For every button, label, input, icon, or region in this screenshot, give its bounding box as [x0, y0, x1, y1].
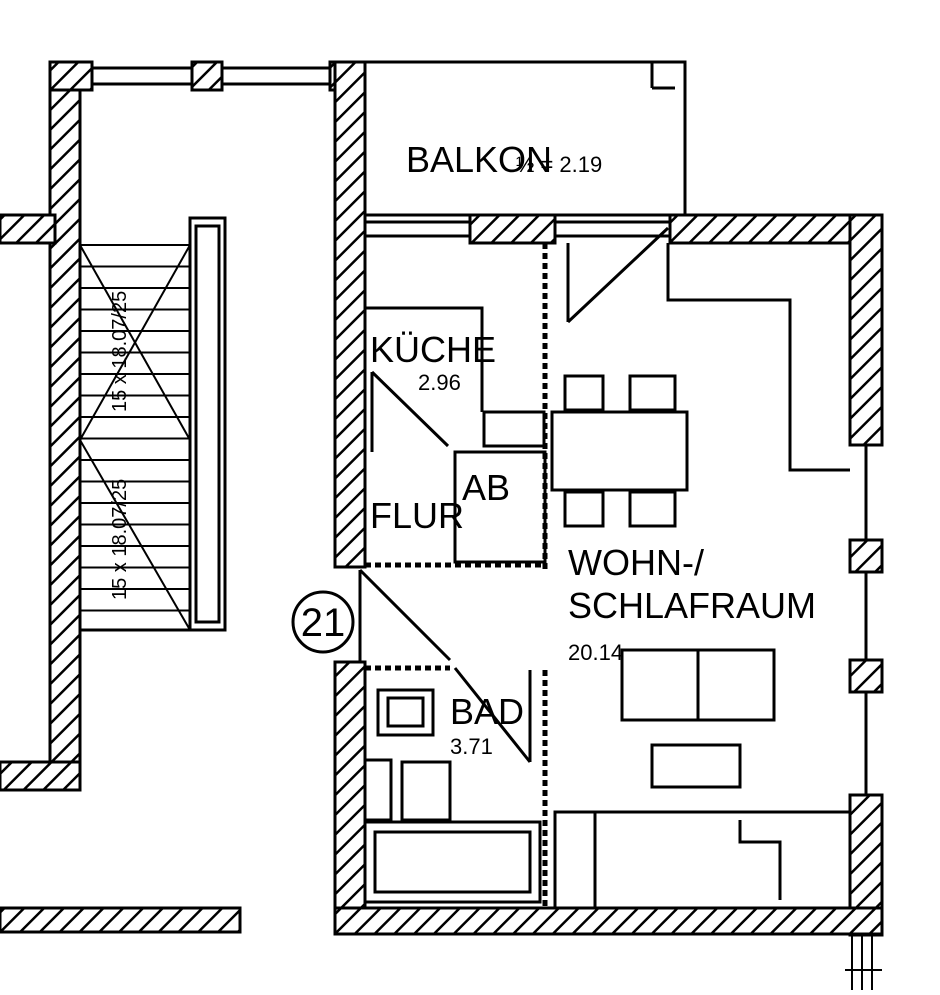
wall-bottom-apartment — [333, 906, 884, 936]
wohn-area: 20.14 — [568, 640, 623, 665]
bad-name: BAD — [450, 691, 524, 732]
room-labels: BALKON ½ = 2.19 KÜCHE 2.96 FLUR AB WOHN-… — [109, 139, 816, 759]
kueche-area: 2.96 — [418, 370, 461, 395]
balkon-outline — [363, 60, 687, 217]
bathtub — [363, 820, 542, 904]
bad-area: 3.71 — [450, 734, 493, 759]
wall-far-left-bottom — [0, 760, 82, 792]
unit-number: 21 — [301, 601, 346, 645]
wall-top-apartment-b — [668, 213, 884, 245]
flur-name: FLUR — [370, 495, 464, 536]
stair-well — [188, 216, 227, 632]
stair-direction-line — [79, 439, 191, 631]
stair-direction-line — [79, 244, 191, 441]
wohn-name-line1: WOHN-/ — [568, 542, 704, 583]
kueche-name: KÜCHE — [370, 329, 496, 370]
wall-stair-top-a — [48, 60, 94, 92]
balkon-name: BALKON — [406, 139, 552, 180]
stair-lower-label: 15 x 18.07/25 — [109, 479, 131, 600]
wall-far-left-top — [0, 213, 57, 245]
wall-stair-right — [333, 60, 367, 569]
wall-right-mid-b — [848, 658, 884, 694]
dining-table — [550, 410, 689, 492]
wall-stair-top-b — [190, 60, 224, 92]
wohn-name-line2: SCHLAFRAUM — [568, 585, 816, 626]
coffee-table — [650, 743, 742, 789]
unit-number-circle — [291, 590, 355, 654]
wall-bottom-left — [0, 906, 242, 934]
stub-lines — [845, 935, 882, 990]
stair-treads — [79, 244, 191, 631]
bath-toilet — [400, 760, 452, 822]
walls — [0, 60, 884, 937]
balkon-area: ½ = 2.19 — [516, 152, 602, 177]
bath-washbasin — [376, 688, 435, 737]
wall-top-apartment-a — [468, 213, 557, 245]
wall-right-mid-a — [848, 538, 884, 574]
ab-name: AB — [462, 467, 510, 508]
wall-stair-left — [48, 60, 82, 789]
wall-bath-left — [333, 660, 367, 934]
thin-lines — [80, 60, 868, 910]
stair-upper-label: 15 x 18.07/25 — [109, 291, 131, 412]
wall-right-upper — [848, 213, 884, 447]
